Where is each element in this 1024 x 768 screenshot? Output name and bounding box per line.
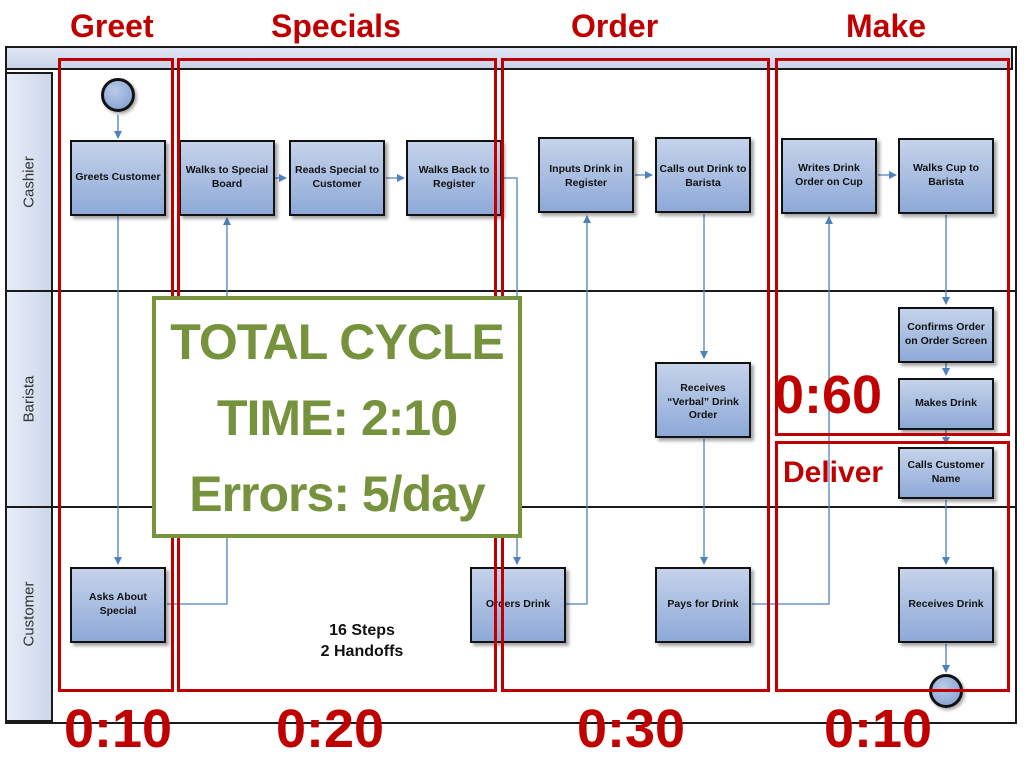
start-event xyxy=(101,78,135,112)
step-asks-about-special: Asks About Special xyxy=(70,567,166,643)
step-walks-cup: Walks Cup to Barista xyxy=(898,138,994,214)
step-greets-customer: Greets Customer xyxy=(70,140,166,216)
step-confirms-order: Confirms Order on Order Screen xyxy=(898,307,994,363)
make-time-label: 0:60 xyxy=(774,365,883,425)
step-orders-drink: Orders Drink xyxy=(470,567,566,643)
phase-deliver-label: Deliver xyxy=(783,456,884,489)
summary-line-errors: Errors: 5/day xyxy=(189,466,485,522)
step-reads-special: Reads Special to Customer xyxy=(289,140,385,216)
steps-count-text: 16 Steps xyxy=(329,622,395,639)
phase-deliver-outline xyxy=(775,441,1010,692)
steps-handoffs-note: 16 Steps 2 Handoffs xyxy=(300,620,424,662)
phase-order-heading: Order xyxy=(571,8,659,44)
step-receives-drink: Receives Drink xyxy=(898,567,994,643)
step-walks-to-special-board: Walks to Special Board xyxy=(179,140,275,216)
specials-time-label: 0:20 xyxy=(276,699,385,759)
lane-divider xyxy=(5,290,1015,292)
phase-make-heading: Make xyxy=(846,8,927,44)
handoffs-count-text: 2 Handoffs xyxy=(320,643,404,660)
step-walks-back: Walks Back to Register xyxy=(406,140,502,216)
step-writes-drink-order: Writes Drink Order on Cup xyxy=(781,138,877,214)
connector-arrow xyxy=(566,215,591,605)
step-pays-for-drink: Pays for Drink xyxy=(655,567,751,643)
deliver-time-label: 0:10 xyxy=(824,699,933,759)
step-calls-customer-name: Calls Customer Name xyxy=(898,447,994,499)
order-time-label: 0:30 xyxy=(577,699,686,759)
lane-header-customer: Customer xyxy=(5,506,53,722)
phase-specials-heading: Specials xyxy=(271,8,401,44)
step-inputs-drink: Inputs Drink in Register xyxy=(538,137,634,213)
step-receives-verbal-order: Receives “Verbal” Drink Order xyxy=(655,362,751,438)
summary-line-cycle: TOTAL CYCLE xyxy=(170,314,504,370)
greet-time-label: 0:10 xyxy=(64,699,173,759)
summary-line-time: TIME: 2:10 xyxy=(216,390,458,446)
phase-order-outline xyxy=(501,58,770,692)
step-makes-drink: Makes Drink xyxy=(898,378,994,430)
step-calls-out-drink: Calls out Drink to Barista xyxy=(655,137,751,213)
summary-box: TOTAL CYCLE TIME: 2:10 Errors: 5/day xyxy=(152,296,522,538)
phase-make-outline xyxy=(775,58,1010,436)
phase-greet-heading: Greet xyxy=(70,8,154,44)
